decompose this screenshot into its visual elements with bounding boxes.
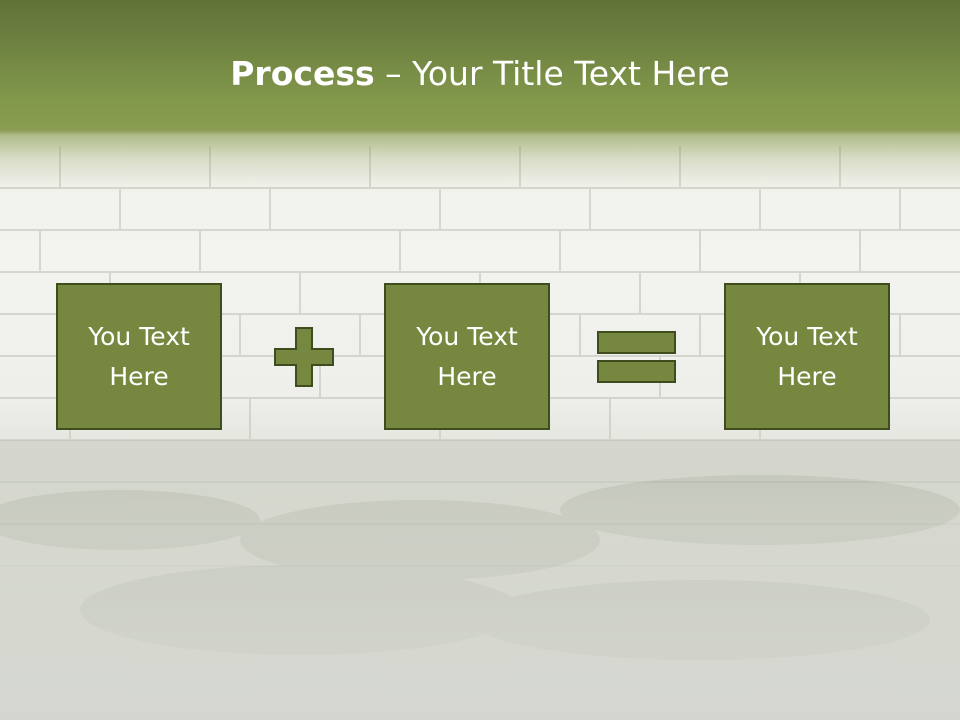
title-band bbox=[0, 0, 960, 135]
plus-icon bbox=[274, 327, 334, 387]
slide-title: Process – Your Title Text Here bbox=[0, 52, 960, 96]
title-rest: – Your Title Text Here bbox=[374, 54, 730, 93]
process-box-3: You Text Here bbox=[724, 283, 890, 430]
process-box-1: You Text Here bbox=[56, 283, 222, 430]
process-box-2: You Text Here bbox=[384, 283, 550, 430]
equals-icon bbox=[597, 331, 676, 383]
title-bold: Process bbox=[230, 54, 375, 93]
title-band-fade bbox=[0, 128, 960, 188]
